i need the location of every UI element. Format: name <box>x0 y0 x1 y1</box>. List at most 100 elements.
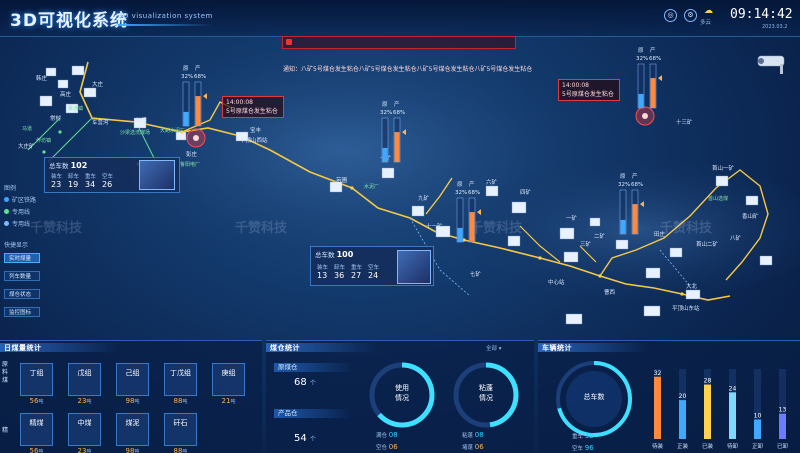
alert-box-1[interactable]: 14:00:08 5号原煤仓发生粘仓 <box>222 96 284 118</box>
silo-rings <box>369 362 519 428</box>
label-bakuang: 八矿 <box>730 234 742 242</box>
panel-side-label: 原料煤 <box>2 361 9 384</box>
silo-fill-yuan <box>620 219 626 234</box>
bar-category-label: 正装 <box>677 442 689 450</box>
camera-thumbnail[interactable] <box>139 160 175 190</box>
silo-yuan-pct: 32% <box>181 74 193 80</box>
label-shaliang-plant: 沙梁选洗煤场 <box>120 129 150 136</box>
info-value: 36 <box>334 271 345 280</box>
railway-map[interactable]: 韩庄 大庄 高庄 梁洼镇 马道 大庄矿 军营沟 常村 作坊镇 沙梁 沙梁选洗煤场… <box>0 40 800 340</box>
watermark-1: 千赞科技 <box>30 220 83 236</box>
silo-chan-label: 产 <box>394 100 400 108</box>
silo-gauge[interactable]: 原产32%68% <box>636 46 662 109</box>
silo-yuan-label: 原 <box>620 173 626 180</box>
vehicle-row-value: 32 <box>584 432 594 440</box>
coal-card[interactable]: 矸石 <box>164 413 197 446</box>
ring-row-value: 06 <box>388 443 398 451</box>
watermark-2: 千赞科技 <box>235 220 288 236</box>
quick-btn-train-count[interactable]: 列车数量 <box>4 271 40 281</box>
vehicle-ring-arc <box>556 361 632 437</box>
silo-gauges[interactable]: 原产32%68%原产32%68%原产32%68%原产32%68%原产32%68% <box>181 46 662 243</box>
legend-dot <box>4 197 9 202</box>
coal-card[interactable]: 丁组 <box>20 363 53 396</box>
silo-yuan-pct: 32% <box>455 190 467 196</box>
page-subtitle: 3D visualization system <box>118 12 213 20</box>
ring-row: 空仓 06 <box>376 443 398 451</box>
silo-marker <box>477 209 481 216</box>
info-label: 重车 <box>351 265 363 271</box>
label-baofeng: 宝丰 <box>250 126 262 134</box>
alert-box-2[interactable]: 14:00:08 5号原煤仓发生粘仓 <box>558 79 620 101</box>
coal-card-value: 23吨 <box>68 447 101 453</box>
silo-yuan-label: 原 <box>183 65 189 72</box>
info-label: 重车 <box>85 174 97 180</box>
legend-item: 专用线 <box>12 221 31 228</box>
silo-gauge[interactable]: 原产32%68% <box>618 172 644 235</box>
label-shisankuang: 十三矿 <box>676 118 693 126</box>
quick-btn-monitor-icon[interactable]: 监控图标 <box>4 307 40 317</box>
silo-gauge[interactable]: 原产32%68% <box>380 100 406 163</box>
filter-all-label: 全部 <box>486 346 498 352</box>
label-shoushan2: 首山二矿 <box>696 240 719 248</box>
weather-label: 多云 <box>700 20 712 26</box>
coal-card[interactable]: 丁戊组 <box>164 363 197 396</box>
label-zuofangzhen: 作坊镇 <box>36 137 51 144</box>
silo-yuan-pct: 32% <box>636 56 648 62</box>
settings-icon[interactable]: ⚙ <box>684 9 697 22</box>
silo-chan-label: 产 <box>650 46 656 54</box>
coal-card-value: 98吨 <box>116 397 149 405</box>
coal-card[interactable]: 精煤 <box>20 413 53 446</box>
ring-row: 满仓 08 <box>376 431 398 439</box>
label-jiukuang: 九矿 <box>418 194 430 202</box>
coal-card[interactable]: 煤泥 <box>116 413 149 446</box>
ring-label: 使用 情况 <box>395 384 409 402</box>
notice-icon <box>286 39 292 45</box>
info-label: 空车 <box>102 174 114 180</box>
silo-chan-pct: 68% <box>631 182 643 188</box>
user-icon[interactable]: ◎ <box>664 9 677 22</box>
storage-unit: 个 <box>309 380 316 387</box>
coal-card-value: 21吨 <box>212 397 245 405</box>
filter-all-dropdown[interactable]: 全部 ▾ <box>486 346 502 352</box>
ring-row-value: 06 <box>474 443 484 451</box>
bar-mark <box>729 392 736 439</box>
notice-banner[interactable]: 通知：八矿5号煤仓发生粘仓八矿5号煤仓发生粘仓八矿5号煤仓发生粘仓八矿5号煤仓发… <box>282 36 532 73</box>
camera-thumbnail[interactable] <box>397 250 431 284</box>
info-label: 装车 <box>317 265 329 271</box>
coal-card-value: 23吨 <box>68 397 101 405</box>
coal-card[interactable]: 己组 <box>116 363 149 396</box>
coal-card[interactable]: 中煤 <box>68 413 101 446</box>
label-madao: 马道 <box>22 125 32 132</box>
coal-card-name: 丁组 <box>29 369 44 377</box>
coal-card[interactable]: 庚组 <box>212 363 245 396</box>
label-pds-east: 平顶山东站 <box>672 304 700 312</box>
storage-title: 产品仓 <box>274 409 352 418</box>
storage-unit: 个 <box>309 436 316 443</box>
vehicle-row: 空车 96 <box>572 444 594 452</box>
coal-card[interactable]: 戊组 <box>68 363 101 396</box>
silo-marker <box>658 75 662 82</box>
label-junyinggou: 军营沟 <box>92 118 109 126</box>
silo-chan-label: 产 <box>469 180 475 188</box>
silo-gauge[interactable]: 原产32%68% <box>455 180 481 243</box>
camera-icon[interactable] <box>757 55 785 74</box>
quick-btn-silo-status[interactable]: 煤仓状态 <box>4 289 40 299</box>
silo-yuan-label: 原 <box>638 47 644 54</box>
clock-time: 09:14:42 <box>730 7 793 22</box>
silo-chan-pct: 68% <box>393 110 405 116</box>
page-title: 3D可视化系统 <box>10 11 128 31</box>
vehicle-row-value: 96 <box>584 444 594 452</box>
quick-btn-realtime-coal[interactable]: 实时煤量 <box>4 253 40 263</box>
silo-fill-chan <box>632 204 638 234</box>
silo-gauge[interactable]: 原产32%68% <box>181 64 207 127</box>
storage-value: 68 个 <box>294 377 316 388</box>
bar-value-label: 13 <box>779 407 787 414</box>
coal-card-name: 中煤 <box>77 419 92 427</box>
silo-yuan-label: 原 <box>457 181 463 188</box>
label-dabei: 大北 <box>686 282 698 290</box>
station-blocks <box>39 65 773 325</box>
